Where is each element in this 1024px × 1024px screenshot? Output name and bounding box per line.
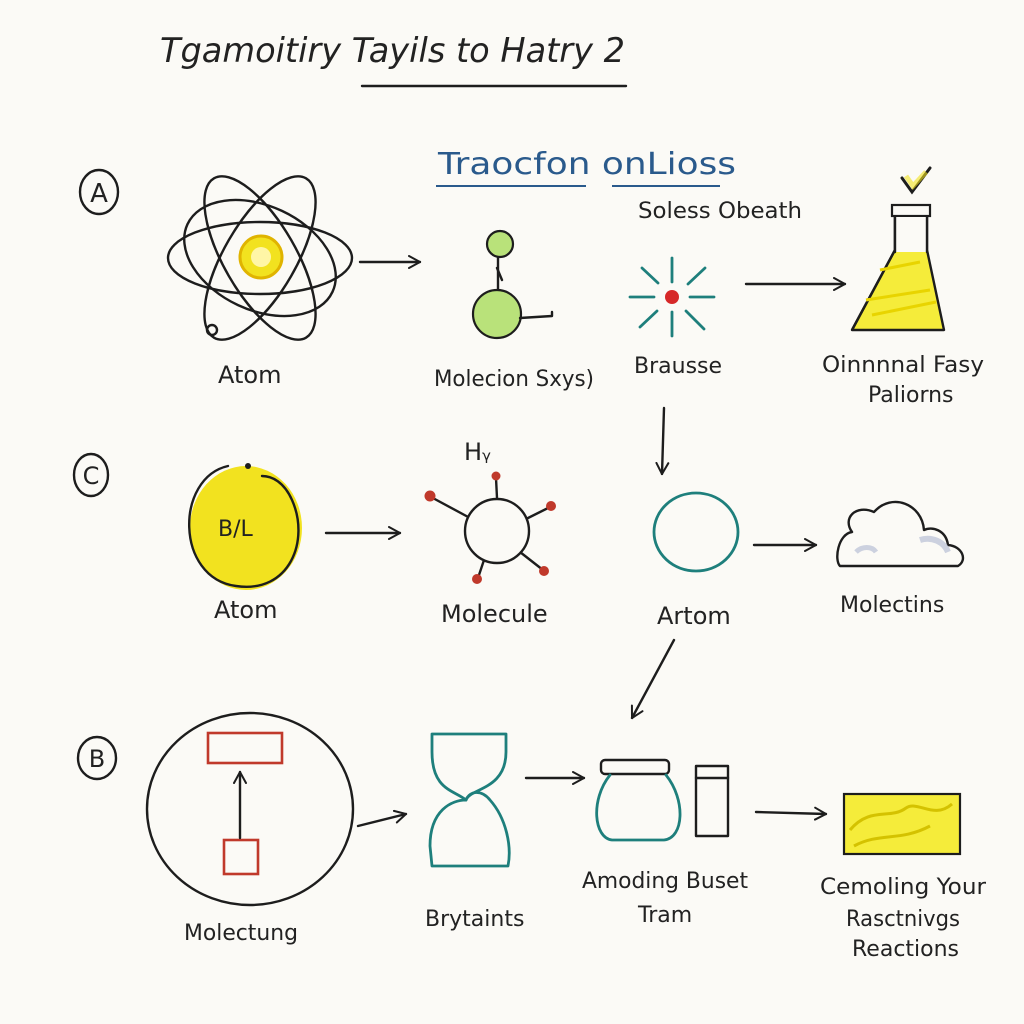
artom-label: Artom [657,602,731,630]
result-label-line1: Cemoling Your [820,875,987,900]
big-circle-label: Molectung [184,921,298,946]
molecule-formula: Hᵧ [464,438,491,466]
atom-orbital-drawing [166,175,354,341]
molecule-hub-drawing [424,471,556,584]
subtitle-note: Soless Obeath [638,199,802,224]
red-box-top [206,731,284,765]
atom-label-c: Atom [214,596,277,624]
artom-circle [652,491,740,573]
cloud-label: Molectins [840,593,944,618]
result-label-line3: Reactions [852,937,959,962]
arrow-b1 [356,809,408,828]
subtitle: Traocfon onLioss [437,147,736,182]
burst-drawing [628,256,716,338]
result-box-drawing [842,792,962,856]
section-marker-a: A [78,168,120,216]
jar-label-line2: Tram [637,903,692,928]
molecule-label-a: Molecion Sxys) [434,367,594,392]
burst-label: Brausse [634,354,722,379]
atom-text-c: B/L [218,517,254,542]
result-label-line2: Rasctnivgs [846,907,960,932]
hourglass-label: Brytaints [425,907,524,932]
svg-text:B: B [89,745,105,773]
atom-yellow-drawing [188,463,302,590]
arrow-b3 [754,806,828,821]
red-box-bottom [222,838,260,876]
page-title: Tgamoitiry Tayils to Hatry 2 [160,31,625,71]
molecule-label-c: Molecule [441,600,548,628]
big-circle-drawing [145,711,355,907]
atom-label-a: Atom [218,361,281,389]
hourglass-drawing [428,732,511,868]
section-marker-c: C [72,452,110,498]
flask-drawing [850,166,946,332]
svg-text:C: C [83,462,100,490]
arrow-c-down [630,638,676,720]
section-marker-b: B [76,735,118,781]
arrow-a-down [655,406,670,476]
svg-text:A: A [90,179,108,209]
flask-label-line1: Oinnnnal Fasy [822,353,984,378]
jar-label-line1: Amoding Buset [582,869,748,894]
cloud-drawing [836,500,965,568]
beaker-drawing [694,764,730,838]
molecule-stick-drawing [471,229,554,340]
jar-drawing [595,758,682,842]
flask-label-line2: Paliorns [868,383,954,408]
